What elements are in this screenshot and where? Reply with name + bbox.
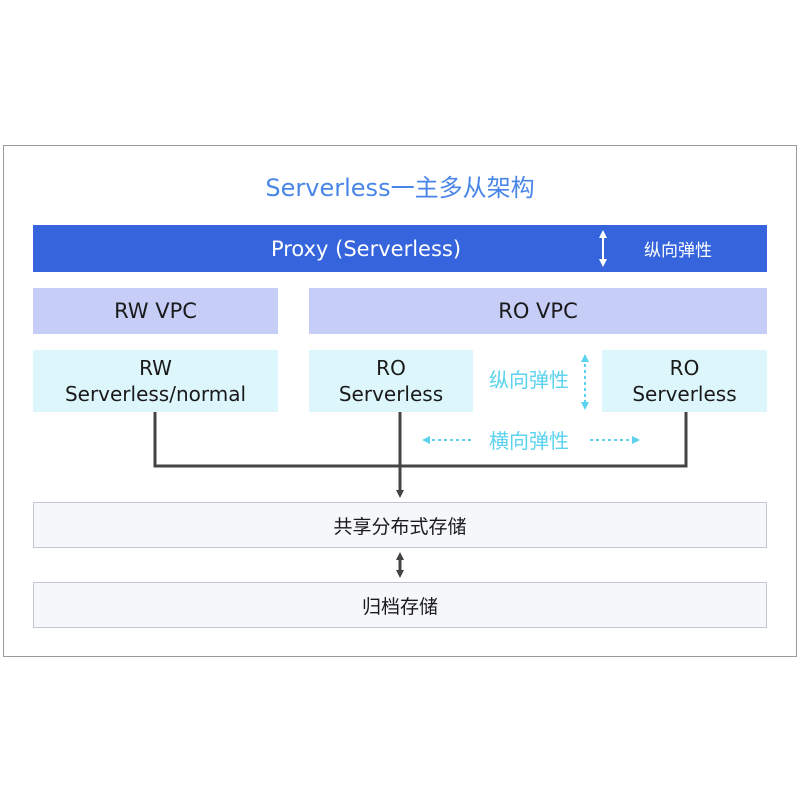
- vertical-elastic-label: 纵向弹性: [489, 368, 569, 392]
- rw-node-box: RW Serverless/normal: [33, 350, 278, 412]
- archive-storage-box: 归档存储: [33, 582, 767, 628]
- ro-node-2-line2: Serverless: [632, 382, 737, 406]
- proxy-vertical-elastic-label: 纵向弹性: [644, 241, 712, 261]
- shared-storage-label: 共享分布式存储: [333, 515, 467, 538]
- ro-node-2-line1: RO: [669, 356, 700, 380]
- node-to-storage-connector: [153, 412, 688, 498]
- diagram-title: Serverless一主多从架构: [265, 174, 535, 202]
- ro-node-box-1: RO Serverless: [309, 350, 473, 412]
- shared-storage-box: 共享分布式存储: [33, 502, 767, 548]
- proxy-label: Proxy (Serverless): [270, 236, 462, 261]
- rw-node-line1: RW: [139, 356, 172, 380]
- ro-node-1-line2: Serverless: [338, 382, 444, 406]
- ro-vpc-box: RO VPC: [309, 288, 767, 334]
- proxy-bar: Proxy (Serverless) 纵向弹性: [33, 225, 767, 272]
- ro-vpc-label: RO VPC: [498, 299, 578, 323]
- archive-storage-label: 归档存储: [361, 595, 438, 618]
- ro-node-1-line1: RO: [376, 356, 406, 380]
- horizontal-elastic-label: 横向弹性: [489, 429, 569, 453]
- ro-node-box-2: RO Serverless: [602, 350, 767, 412]
- rw-vpc-box: RW VPC: [33, 288, 278, 334]
- rw-node-line2: Serverless/normal: [64, 382, 247, 406]
- rw-vpc-label: RW VPC: [114, 299, 197, 323]
